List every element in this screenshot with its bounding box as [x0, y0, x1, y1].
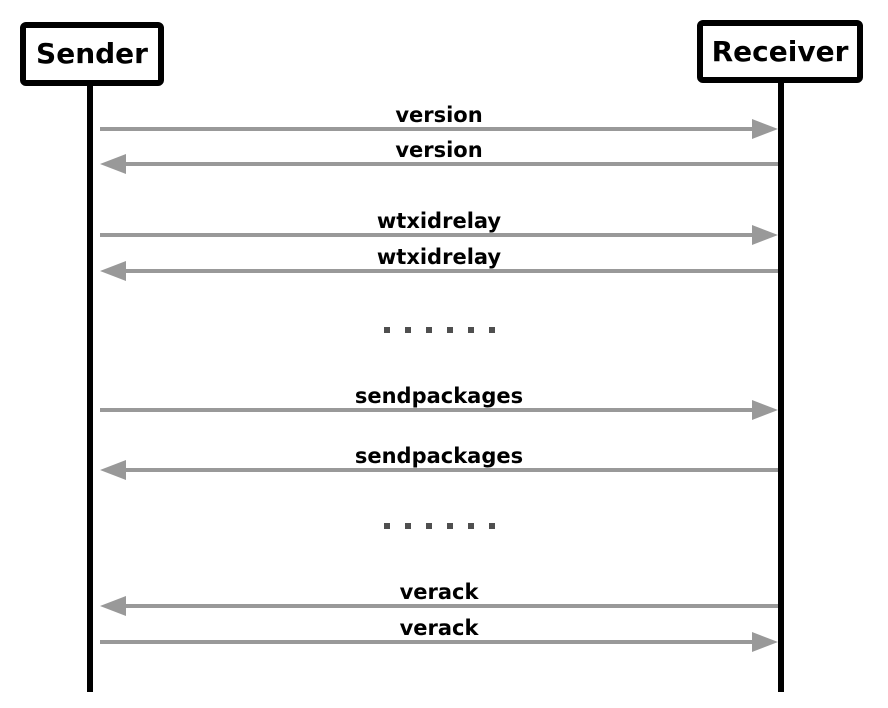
message-wtxidrelay-to-receiver: wtxidrelay — [100, 205, 778, 245]
arrowhead-left-icon — [100, 596, 126, 616]
dot — [446, 523, 453, 529]
message-label: wtxidrelay — [376, 209, 502, 233]
dot — [488, 327, 495, 333]
message-line — [124, 604, 778, 608]
message-label: verack — [399, 616, 479, 640]
message-line — [100, 127, 754, 131]
message-line — [100, 408, 754, 412]
separator-dots — [100, 327, 778, 333]
message-sendpackages-to-receiver: sendpackages — [100, 380, 778, 420]
message-verack-to-sender: verack — [100, 576, 778, 616]
arrowhead-left-icon — [100, 261, 126, 281]
actor-box-sender: Sender — [20, 22, 164, 86]
arrowhead-right-icon — [752, 632, 778, 652]
dot — [383, 523, 390, 529]
message-version-to-sender: version — [100, 134, 778, 174]
message-line — [100, 640, 754, 644]
arrowhead-left-icon — [100, 460, 126, 480]
message-verack-to-receiver: verack — [100, 612, 778, 652]
message-line — [100, 233, 754, 237]
dot — [446, 327, 453, 333]
message-line — [124, 269, 778, 273]
actor-box-receiver: Receiver — [697, 20, 863, 83]
message-label: wtxidrelay — [376, 245, 502, 269]
arrowhead-right-icon — [752, 400, 778, 420]
arrowhead-right-icon — [752, 119, 778, 139]
message-line — [124, 468, 778, 472]
dot — [404, 523, 411, 529]
dot — [425, 327, 432, 333]
message-label: version — [395, 103, 483, 127]
message-version-to-receiver: version — [100, 99, 778, 139]
actor-label-sender: Sender — [36, 37, 148, 70]
actor-label-receiver: Receiver — [711, 34, 849, 68]
message-label: version — [395, 138, 483, 162]
message-label: sendpackages — [354, 384, 524, 408]
dot — [404, 327, 411, 333]
message-label: verack — [399, 580, 479, 604]
lifeline-receiver — [778, 81, 784, 692]
dot — [488, 523, 495, 529]
message-label: sendpackages — [354, 444, 524, 468]
message-wtxidrelay-to-sender: wtxidrelay — [100, 241, 778, 281]
arrowhead-right-icon — [752, 225, 778, 245]
dot — [425, 523, 432, 529]
dot — [467, 523, 474, 529]
message-line — [124, 162, 778, 166]
lifeline-sender — [87, 84, 93, 692]
separator-dots — [100, 523, 778, 529]
message-sendpackages-to-sender: sendpackages — [100, 440, 778, 480]
dot — [467, 327, 474, 333]
dot — [383, 327, 390, 333]
arrowhead-left-icon — [100, 154, 126, 174]
